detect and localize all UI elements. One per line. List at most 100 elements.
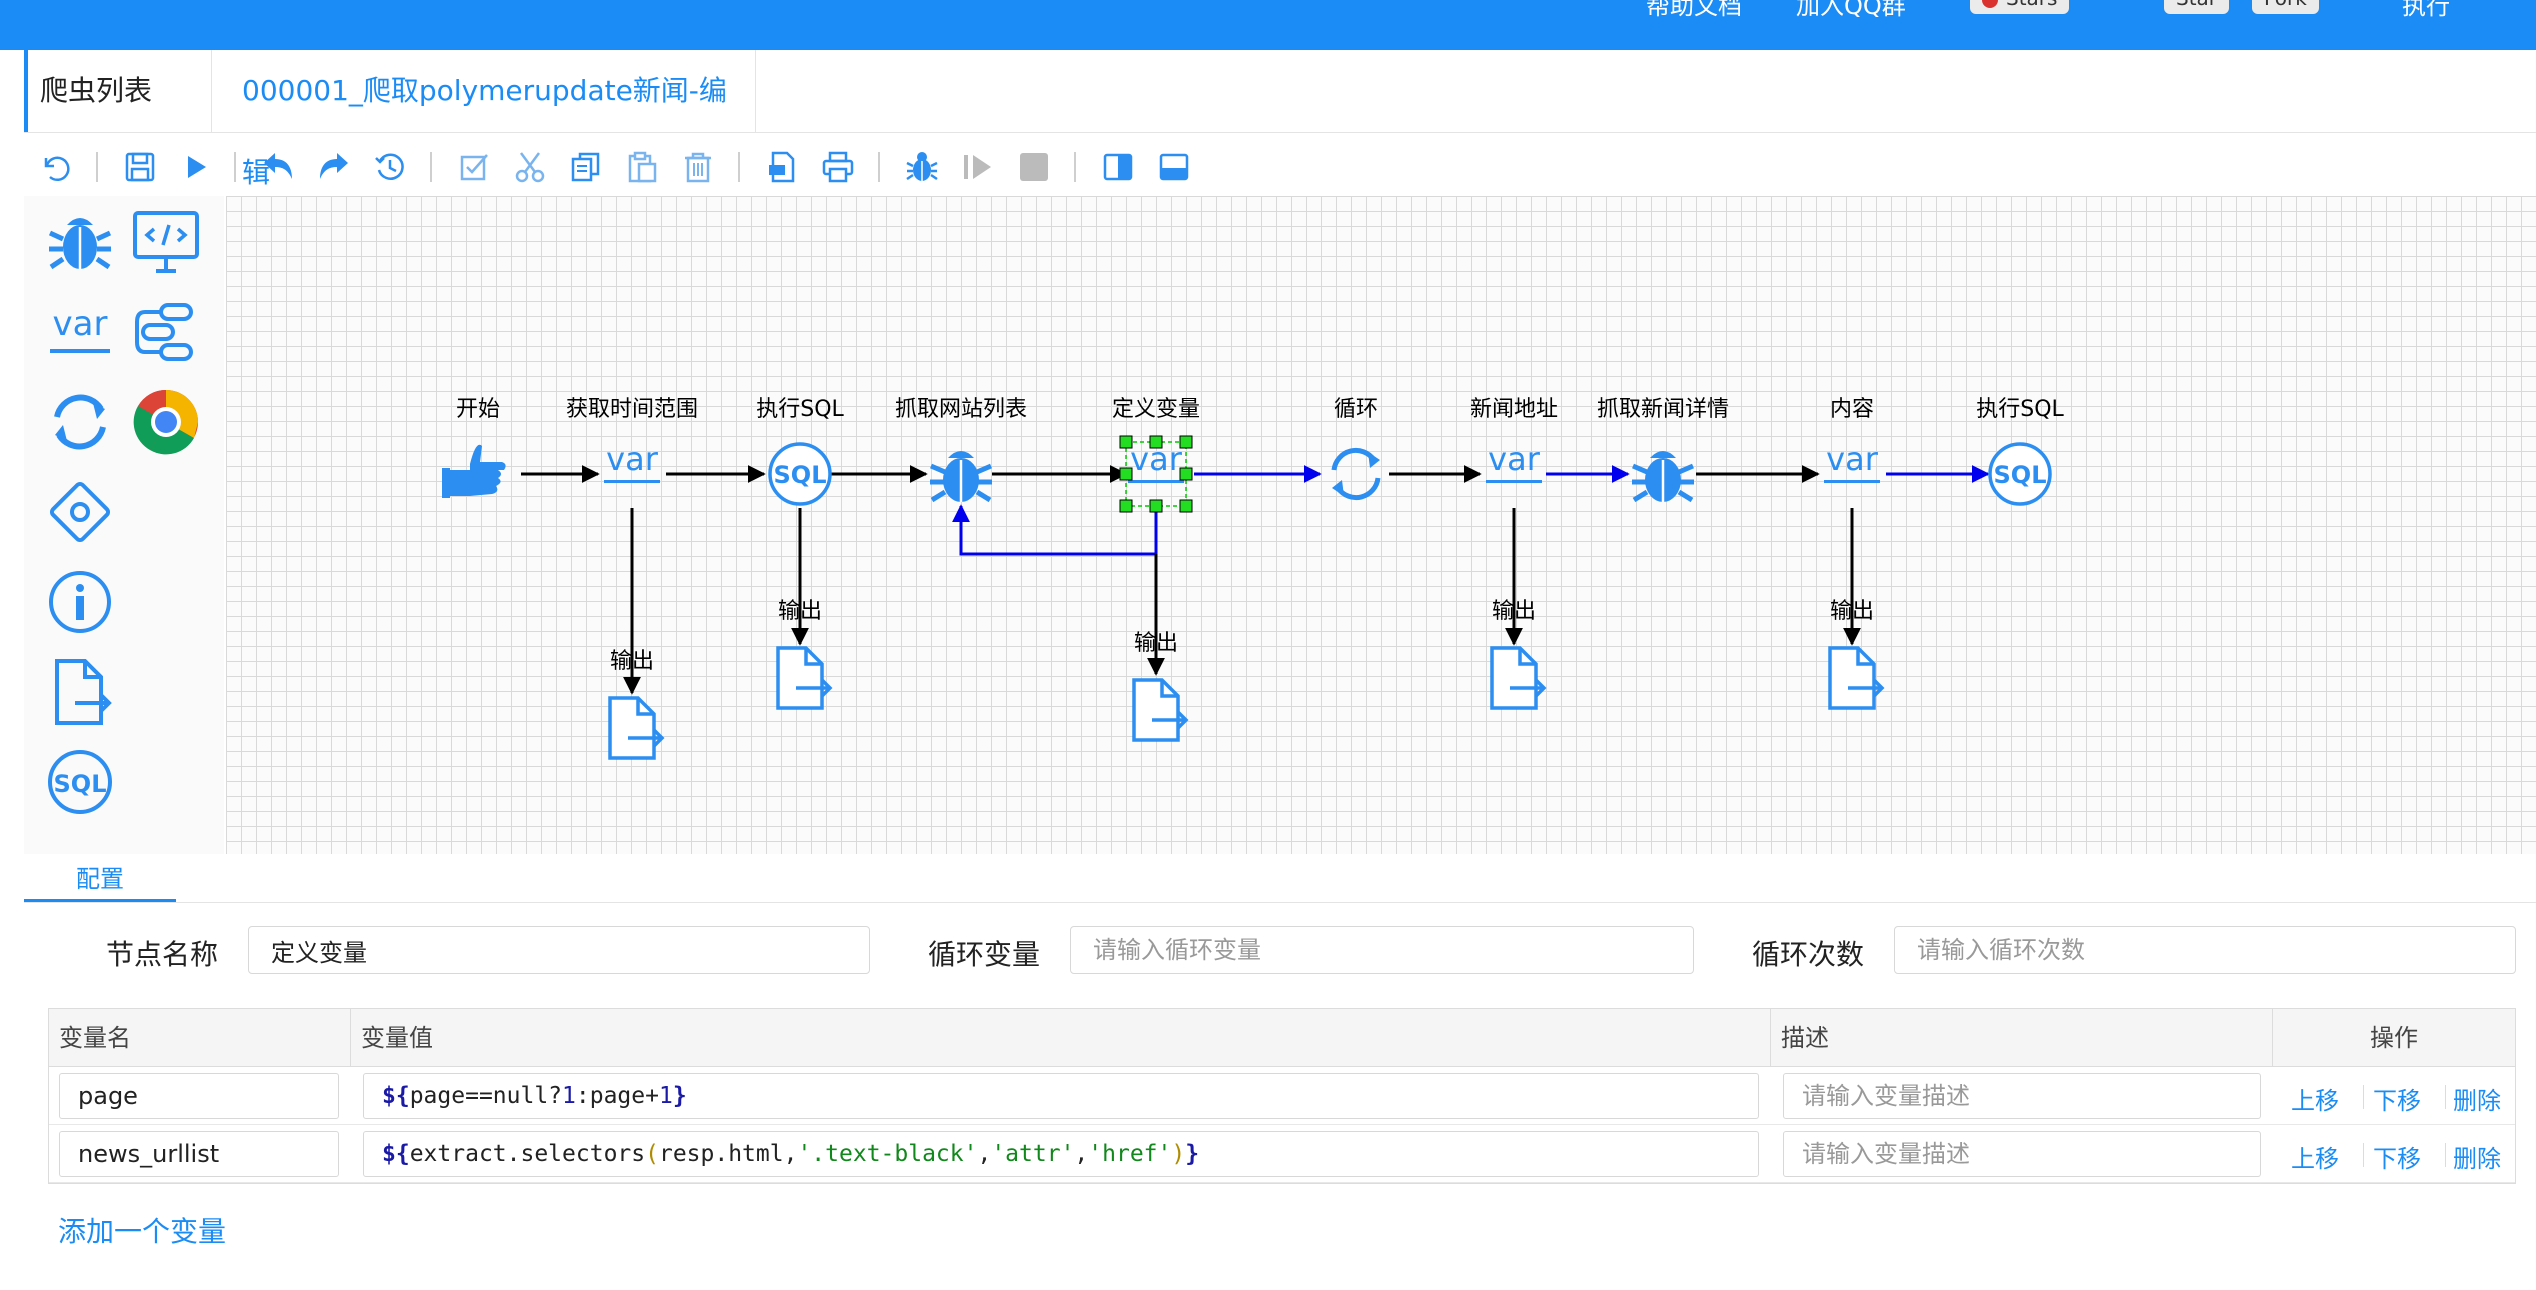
node-define-var[interactable]: 定义变量 [1112,397,1200,513]
node-loop[interactable]: 循环 [1332,397,1380,498]
delete-link[interactable]: 删除 [2453,1087,2501,1115]
move-down-link[interactable]: 下移 [2373,1087,2421,1115]
variable-value-input[interactable]: ${page==null?1:page+1} [363,1073,1759,1119]
output-node-content[interactable]: 输出 [1828,599,1884,710]
variable-icon [1824,440,1880,483]
stop-icon[interactable] [1013,146,1055,188]
node-crawl-detail[interactable]: 抓取新闻详情 [1597,397,1729,502]
debug-icon[interactable] [901,146,943,188]
tab-config[interactable]: 配置 [24,856,176,902]
toolbar-divider [1074,152,1076,182]
sql-icon [1988,442,2052,506]
variable-icon [604,440,660,483]
help-docs-link[interactable]: 帮助文档 [1646,0,1742,20]
loop-variable-label: 循环变量 [928,938,1041,971]
table-row: news_urllist ${extract.selectors(resp.ht… [49,1125,2515,1183]
node-label: 内容 [1830,397,1874,422]
column-header-actions: 操作 [2273,1009,2515,1067]
flow-diagram: var SQL [442,397,2065,760]
output-icon[interactable] [40,652,120,732]
loop-icon[interactable] [40,382,120,462]
delete-icon[interactable] [677,146,719,188]
variable-value-input[interactable]: ${extract.selectors(resp.html,'.text-bla… [363,1131,1759,1177]
variable-description-input[interactable]: 请输入变量描述 [1783,1073,2261,1119]
move-up-link[interactable]: 上移 [2291,1145,2339,1173]
condition-icon[interactable] [40,472,120,552]
join-qq-group-link[interactable]: 加入QQ群 [1796,0,1906,20]
loop-variable-input[interactable] [1070,926,1694,974]
move-down-link[interactable]: 下移 [2373,1145,2421,1173]
info-icon[interactable] [40,562,120,642]
code-icon[interactable] [126,202,206,282]
node-palette: var SQL [24,196,224,854]
output-label: 输出 [1492,599,1536,624]
move-up-link[interactable]: 上移 [2291,1087,2339,1115]
flow-edges [521,465,1990,695]
node-content[interactable]: 内容 [1824,397,1880,483]
select-all-icon[interactable] [453,146,495,188]
output-label: 输出 [1830,599,1874,624]
node-time-range[interactable]: 获取时间范围 [566,397,698,483]
save-icon[interactable] [119,146,161,188]
node-crawl-list[interactable]: 抓取网站列表 [895,397,1027,502]
chrome-icon[interactable] [126,382,206,462]
toolbar-divider [96,152,98,182]
paste-icon[interactable] [621,146,663,188]
editor-toolbar [24,138,2536,194]
node-name-input[interactable] [248,926,870,974]
variable-description-input[interactable]: 请输入变量描述 [1783,1131,2261,1177]
node-label: 抓取新闻详情 [1597,397,1729,422]
tab-spider-edit[interactable]: 000001_爬取polymerupdate新闻-编辑 [212,50,756,189]
node-news-url[interactable]: 新闻地址 [1470,397,1558,483]
variable-icon [1486,440,1542,483]
step-icon[interactable] [957,146,999,188]
print-icon[interactable] [817,146,859,188]
cut-icon[interactable] [509,146,551,188]
redo-arrow-icon[interactable] [313,146,355,188]
node-sql1[interactable]: 执行SQL [756,397,845,506]
edge-definevar-crawllist[interactable] [952,504,1158,556]
loop-count-label: 循环次数 [1752,938,1865,971]
node-label: 定义变量 [1112,397,1200,422]
spider-icon [930,451,992,502]
variable-name-input[interactable]: news_urllist [59,1131,339,1177]
run-top-link[interactable]: 执行 [2402,0,2450,20]
flow-canvas[interactable]: var SQL [226,196,2536,854]
toolbar-divider [430,152,432,182]
variable-icon[interactable]: var [40,292,120,372]
output-node-time-range[interactable]: 输出 [608,649,664,760]
copy-icon[interactable] [565,146,607,188]
toggle-bottom-panel-icon[interactable] [1153,146,1195,188]
export-image-icon[interactable] [761,146,803,188]
delete-link[interactable]: 删除 [2453,1145,2501,1173]
github-fork-button[interactable]: Fork [2252,0,2319,14]
spider-icon[interactable] [40,202,120,282]
undo-arrow-icon[interactable] [257,146,299,188]
selection-handles[interactable] [1119,435,1193,513]
history-icon[interactable] [369,146,411,188]
github-star-button[interactable]: Star [2164,0,2230,14]
sql-icon[interactable]: SQL [40,742,120,822]
loop-count-input[interactable] [1894,926,2516,974]
stars-badge[interactable]: Stars [1970,0,2070,14]
function-icon[interactable] [126,292,206,372]
node-start[interactable]: 开始 [442,397,506,498]
output-icon [1828,646,1884,710]
sql-icon [768,442,832,506]
output-node-news-url[interactable]: 输出 [1490,599,1546,710]
loop-icon [1332,450,1380,497]
output-node-sql1[interactable]: 输出 [776,599,832,710]
node-sql2[interactable]: 执行SQL [1976,397,2065,506]
variable-name-input[interactable]: page [59,1073,339,1119]
column-header-value: 变量值 [351,1009,1771,1067]
top-header-bar: 帮助文档 加入QQ群 Stars Star Fork 执行 [0,0,2536,50]
output-icon [1132,678,1188,742]
output-label: 输出 [1134,631,1178,656]
toggle-left-panel-icon[interactable] [1097,146,1139,188]
add-variable-link[interactable]: 添加一个变量 [58,1215,227,1248]
action-divider [2363,1085,2364,1109]
run-icon[interactable] [175,146,217,188]
undo-icon[interactable] [34,146,76,188]
output-node-define-var[interactable]: 输出 [1132,631,1188,742]
tab-spider-list[interactable]: 爬虫列表 [24,50,212,132]
